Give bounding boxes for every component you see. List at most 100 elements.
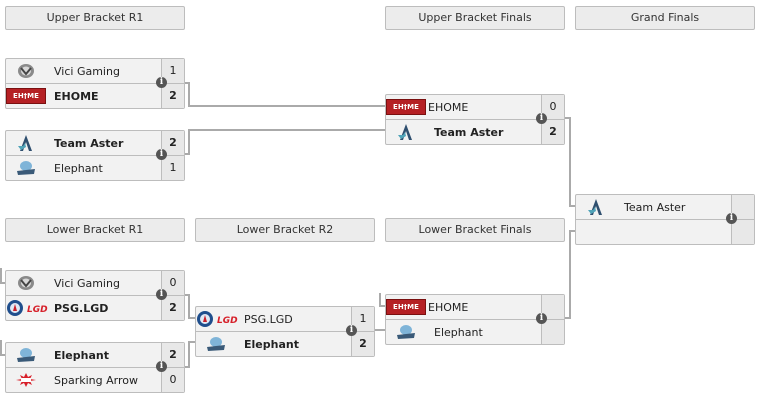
team-slot[interactable]: Elephant 2 <box>196 331 374 356</box>
connector-line <box>569 230 571 319</box>
connector-line <box>569 117 571 207</box>
team-name: EHOME <box>54 89 99 103</box>
match-grand-finals[interactable]: Team Aster i <box>575 194 755 245</box>
connector-line <box>185 82 189 84</box>
team-aster-logo-icon <box>6 131 46 155</box>
team-slot[interactable]: Team Aster 2 <box>386 119 564 144</box>
lgd-logo-text: LGD <box>217 316 238 326</box>
connector-line <box>0 340 2 355</box>
team-slot[interactable]: Team Aster <box>576 195 754 219</box>
vici-gaming-logo-icon <box>6 271 46 295</box>
team-slot[interactable]: LGD PSG.LGD 1 <box>196 307 374 331</box>
ehome-logo-text: EH†ME <box>386 299 426 315</box>
team-slot[interactable]: Elephant 1 <box>6 155 184 180</box>
ehome-logo-text: EH†ME <box>6 88 46 104</box>
connector-line <box>379 305 386 307</box>
team-score: 2 <box>161 296 184 320</box>
connector-line <box>569 205 576 207</box>
team-name: Vici Gaming <box>54 64 120 78</box>
psg-lgd-logo-icon: LGD <box>6 296 50 320</box>
match-ub-finals[interactable]: EH†ME EHOME 0 Team Aster 2 i <box>385 94 565 145</box>
sparking-arrow-logo-icon <box>6 368 46 392</box>
team-score <box>731 195 754 219</box>
connector-line <box>185 294 189 296</box>
team-score: 0 <box>161 368 184 392</box>
connector-line <box>188 341 196 343</box>
team-aster-logo-icon <box>386 120 426 144</box>
match-info-icon[interactable]: i <box>726 213 737 224</box>
connector-line <box>188 294 190 319</box>
match-ub-r1-m2[interactable]: Team Aster 2 Elephant 1 i <box>5 130 185 181</box>
team-name: PSG.LGD <box>244 312 293 326</box>
match-lb-r2[interactable]: LGD PSG.LGD 1 Elephant 2 i <box>195 306 375 357</box>
match-info-icon[interactable]: i <box>536 113 547 124</box>
team-score: 1 <box>351 307 374 331</box>
connector-line <box>188 129 190 155</box>
team-name: Team Aster <box>434 125 504 139</box>
empty-logo <box>576 220 616 244</box>
team-score: 2 <box>161 131 184 155</box>
connector-line <box>188 129 386 131</box>
header-lower-bracket-finals: Lower Bracket Finals <box>385 218 565 242</box>
team-score <box>541 295 564 319</box>
team-slot[interactable]: EH†ME EHOME <box>386 295 564 319</box>
vici-gaming-logo-icon <box>6 59 46 83</box>
team-score: 2 <box>541 120 564 144</box>
team-slot-empty[interactable] <box>576 219 754 244</box>
lgd-logo-text: LGD <box>27 305 48 315</box>
connector-line <box>185 366 189 368</box>
team-score: 1 <box>161 59 184 83</box>
match-lb-r1-m2[interactable]: Elephant 2 Sparking Arrow 0 i <box>5 342 185 393</box>
match-lb-finals[interactable]: EH†ME EHOME Elephant i <box>385 294 565 345</box>
team-slot[interactable]: LGD PSG.LGD 2 <box>6 295 184 320</box>
team-slot[interactable]: Elephant 2 <box>6 343 184 367</box>
elephant-logo-icon <box>386 320 426 344</box>
connector-line <box>0 282 6 284</box>
team-name: Elephant <box>54 348 109 362</box>
team-slot[interactable]: EH†ME EHOME 0 <box>386 95 564 119</box>
elephant-logo-icon <box>196 332 236 356</box>
match-info-icon[interactable]: i <box>156 77 167 88</box>
connector-line <box>0 268 2 283</box>
psg-lgd-logo-icon: LGD <box>196 307 240 331</box>
team-score: 0 <box>541 95 564 119</box>
connector-line <box>188 341 190 368</box>
connector-line <box>188 82 190 106</box>
team-score: 2 <box>161 84 184 108</box>
match-info-icon[interactable]: i <box>156 289 167 300</box>
team-slot[interactable]: Vici Gaming 1 <box>6 59 184 83</box>
ehome-logo-icon: EH†ME <box>6 84 46 108</box>
header-lower-bracket-r1: Lower Bracket R1 <box>5 218 185 242</box>
match-lb-r1-m1[interactable]: Vici Gaming 0 LGD PSG.LGD 2 i <box>5 270 185 321</box>
team-name: Elephant <box>54 161 103 175</box>
connector-line <box>188 105 386 107</box>
connector-line <box>365 329 386 331</box>
connector-line <box>188 317 196 319</box>
team-score: 2 <box>351 332 374 356</box>
team-slot[interactable]: Sparking Arrow 0 <box>6 367 184 392</box>
ehome-logo-icon: EH†ME <box>386 95 426 119</box>
match-info-icon[interactable]: i <box>156 149 167 160</box>
team-name: Elephant <box>244 337 299 351</box>
team-aster-logo-icon <box>576 195 616 219</box>
team-slot[interactable]: Vici Gaming 0 <box>6 271 184 295</box>
match-info-icon[interactable]: i <box>156 361 167 372</box>
ehome-logo-text: EH†ME <box>386 99 426 115</box>
team-slot[interactable]: EH†ME EHOME 2 <box>6 83 184 108</box>
match-info-icon[interactable]: i <box>346 325 357 336</box>
team-name: Elephant <box>434 325 483 339</box>
match-ub-r1-m1[interactable]: Vici Gaming 1 EH†ME EHOME 2 i <box>5 58 185 109</box>
team-score <box>541 320 564 344</box>
connector-line <box>569 230 576 232</box>
match-info-icon[interactable]: i <box>536 313 547 324</box>
elephant-logo-icon <box>6 343 46 367</box>
connector-line <box>379 293 381 306</box>
team-name: EHOME <box>428 100 469 114</box>
team-slot[interactable]: Elephant <box>386 319 564 344</box>
team-name: Sparking Arrow <box>54 373 138 387</box>
team-slot[interactable]: Team Aster 2 <box>6 131 184 155</box>
team-score: 1 <box>161 156 184 180</box>
ehome-logo-icon: EH†ME <box>386 295 426 319</box>
header-upper-bracket-r1: Upper Bracket R1 <box>5 6 185 30</box>
team-score: 0 <box>161 271 184 295</box>
